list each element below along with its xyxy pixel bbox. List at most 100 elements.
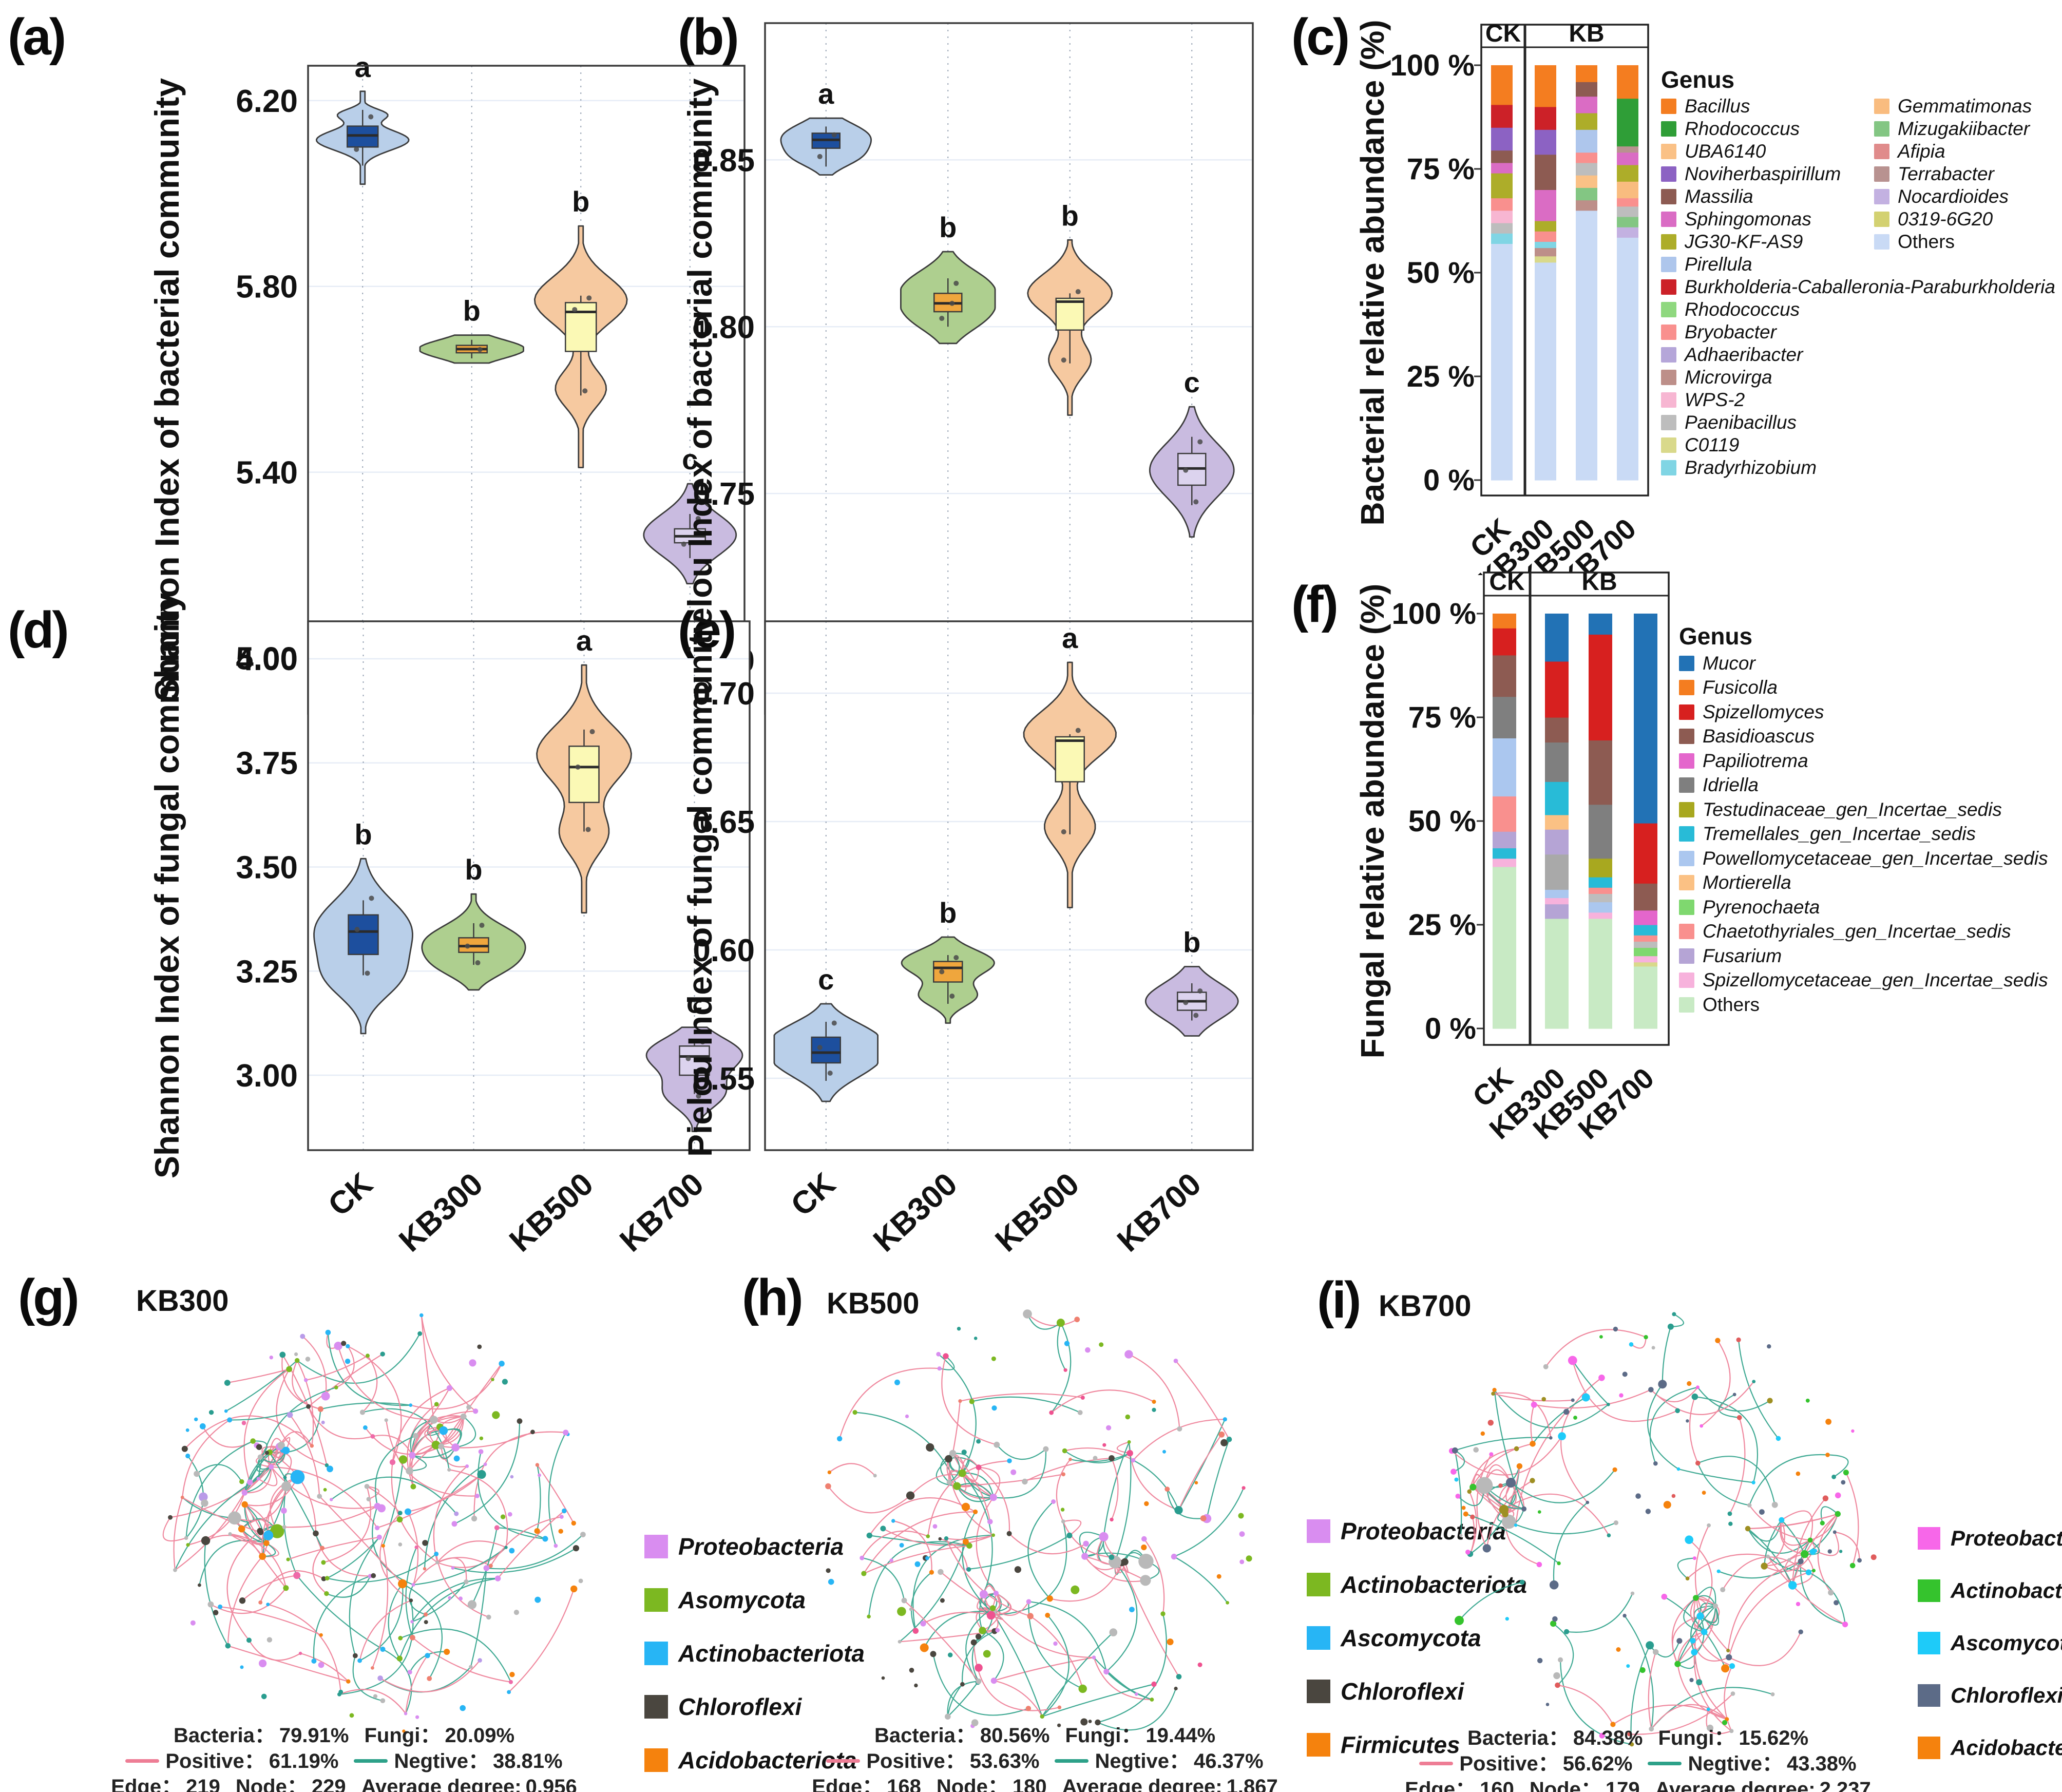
phylum-legend-item: Asomycota <box>644 1573 865 1627</box>
svg-text:b: b <box>939 897 957 929</box>
legend-label: Fusicolla <box>1703 677 1778 698</box>
legend-item: Powellomycetaceae_gen_Incertae_sedis <box>1679 846 2048 871</box>
legend-label: Rhodococcus <box>1685 118 1800 139</box>
panel-label-i: (i) <box>1317 1271 1361 1329</box>
legend-label: Burkholderia-Caballeronia-Paraburkholder… <box>1685 276 2055 297</box>
phylum-swatch-icon <box>644 1535 668 1558</box>
legend-item: WPS-2 <box>1661 389 2055 411</box>
avg-degree-label: Average degree: <box>1062 1776 1223 1792</box>
legend-label: Gemmatimonas <box>1898 96 2032 117</box>
legend-item: Adhaeribacter <box>1661 344 2055 366</box>
svg-text:KB300: KB300 <box>392 1166 490 1259</box>
svg-text:0.60: 0.60 <box>693 933 755 968</box>
positive-value: 61.19% <box>269 1750 339 1772</box>
panel-label-b: (b) <box>678 8 739 66</box>
phylum-label: Actinobacteriota <box>678 1640 865 1667</box>
svg-text:b: b <box>465 853 482 886</box>
network-title-kb300: KB300 <box>136 1284 229 1318</box>
legend-label: Bacillus <box>1685 96 1750 117</box>
legend-swatch-icon <box>1874 99 1889 114</box>
stats-line-edges: Positive：61.19%Negtive：38.81% <box>56 1748 632 1774</box>
svg-text:3.00: 3.00 <box>236 1058 298 1094</box>
avg-degree-value: 0.956 <box>525 1776 577 1792</box>
phylum-label: Ascomycota <box>1951 1631 2062 1655</box>
svg-text:Shannon Index of fungal commun: Shannon Index of fungal community <box>148 593 186 1179</box>
svg-text:25 %: 25 % <box>1408 908 1476 942</box>
svg-text:KB300: KB300 <box>867 1166 964 1259</box>
phylum-legend-item: Chloroflexi <box>1918 1669 2062 1722</box>
phylum-label: Chloroflexi <box>1341 1678 1464 1705</box>
phylum-legend-item: Acidobacteriota <box>1918 1722 2062 1774</box>
svg-text:4.00: 4.00 <box>236 642 298 677</box>
panel-label-c: (c) <box>1291 8 1350 66</box>
legend-title: Genus <box>1679 623 1753 650</box>
bacteria-value: 80.56% <box>980 1724 1050 1747</box>
edge-label: Edge： <box>1405 1778 1476 1792</box>
legend-label: Pirellula <box>1685 254 1752 275</box>
svg-text:5.80: 5.80 <box>236 270 298 305</box>
legend-item: Idriella <box>1679 773 2048 798</box>
legend-item: Chaetothyriales_gen_Incertae_sedis <box>1679 920 2048 944</box>
node-value: 179 <box>1605 1778 1640 1792</box>
legend-swatch-icon <box>1874 189 1889 204</box>
legend-label: Terrabacter <box>1898 163 1994 184</box>
positive-value: 56.62% <box>1562 1752 1633 1775</box>
panel-label-a: (a) <box>8 8 66 66</box>
legend-swatch-icon <box>1679 729 1694 745</box>
bacteria-value: 79.91% <box>279 1724 349 1747</box>
node-value: 229 <box>311 1776 346 1792</box>
legend-swatch-icon <box>1679 826 1694 842</box>
network-plot-kb500 <box>825 1309 1252 1731</box>
legend-label: Nocardioides <box>1898 186 2009 207</box>
node-label: Node： <box>936 1776 1008 1792</box>
legend-label: Others <box>1703 994 1760 1015</box>
svg-text:0.65: 0.65 <box>693 805 755 840</box>
svg-text:50 %: 50 % <box>1407 256 1475 290</box>
legend-swatch-icon <box>1679 948 1694 964</box>
svg-text:0.75: 0.75 <box>693 476 755 512</box>
legend-label: Powellomycetaceae_gen_Incertae_sedis <box>1703 847 2048 869</box>
phylum-legend-item: Actinobacteriota <box>1918 1565 2062 1617</box>
svg-text:CK: CK <box>1485 20 1521 47</box>
edge-value: 219 <box>186 1776 220 1792</box>
phylum-legend-item: Actinobacteriota <box>644 1627 865 1680</box>
svg-text:KB500: KB500 <box>503 1166 600 1259</box>
legend-label: Microvirga <box>1685 367 1772 388</box>
legend-swatch-icon <box>1661 166 1676 182</box>
phylum-label: Firmicutes <box>1341 1731 1460 1758</box>
legend-item: Pyrenochaeta <box>1679 895 2048 920</box>
legend-label: Rhodococcus <box>1685 299 1800 320</box>
legend-swatch-icon <box>1661 392 1676 408</box>
legend-swatch-icon <box>1679 753 1694 769</box>
panel-label-f: (f) <box>1291 576 1339 633</box>
panel-label-e: (e) <box>678 601 736 659</box>
bacteria-value: 84.38% <box>1573 1727 1643 1749</box>
legend-swatch-icon <box>1874 121 1889 137</box>
bacteria-label: Bacteria： <box>874 1724 976 1747</box>
legend-label: Bryobacter <box>1685 321 1777 342</box>
legend-label: WPS-2 <box>1685 389 1745 410</box>
legend-item: Bacillus <box>1661 95 2055 118</box>
avg-degree-label: Average degree: <box>1655 1778 1816 1792</box>
bacteria-label: Bacteria： <box>173 1724 275 1747</box>
phylum-label: Chloroflexi <box>678 1693 802 1720</box>
legend-label: Pyrenochaeta <box>1703 896 1820 918</box>
node-label: Node： <box>1529 1778 1601 1792</box>
legend-item: Pirellula <box>1661 253 2055 276</box>
legend-swatch-icon <box>1679 802 1694 817</box>
negtive-label: Negtive： <box>394 1750 489 1772</box>
svg-text:b: b <box>1061 199 1079 232</box>
legend-label: Afipia <box>1898 141 1945 162</box>
svg-text:b: b <box>572 185 589 218</box>
legend-swatch-icon <box>1661 234 1676 250</box>
phylum-swatch-icon <box>1307 1680 1330 1703</box>
phylum-legend-item: Proteobacteria <box>644 1520 865 1573</box>
